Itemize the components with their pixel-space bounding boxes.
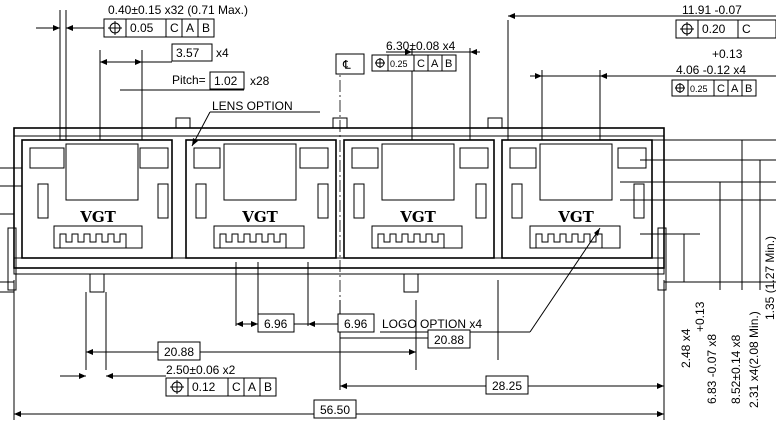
dim-56-50: 56.50 (14, 399, 664, 419)
lens-option-callout: LENS OPTION (191, 99, 320, 147)
svg-text:x4: x4 (216, 46, 229, 60)
svg-text:+0.13: +0.13 (693, 301, 707, 332)
right-vertical-dims: 2.48 x4 +0.13 6.83 -0.07 x8 8.52±0.14 x8… (679, 140, 776, 408)
svg-text:2.31 x4(2.08 Min.): 2.31 x4(2.08 Min.) (747, 311, 761, 408)
svg-text:1.35 (1.27 Min.): 1.35 (1.27 Min.) (763, 236, 776, 320)
svg-text:LOGO OPTION x4: LOGO OPTION x4 (382, 317, 482, 331)
fcf-center: ℄ 0.25 C A B (335, 53, 457, 75)
port-4: VGT (501, 139, 653, 259)
dim-2-50: 2.50±0.06 x2 0.12 C A B (60, 363, 277, 397)
right-leaders (600, 139, 776, 283)
svg-text:6.30±0.08 x4: 6.30±0.08 x4 (386, 39, 456, 53)
svg-text:C: C (417, 58, 425, 70)
dim-pitch: Pitch= 1.02 x28 (120, 71, 270, 91)
logo-option-callout: LOGO OPTION x4 (380, 227, 601, 333)
svg-text:B: B (202, 21, 210, 35)
svg-text:C: C (717, 83, 725, 95)
svg-text:B: B (264, 380, 272, 394)
port-1: VGT (21, 139, 173, 259)
pin-tolerance-text: 0.40±0.15 x32 (0.71 Max.) (108, 3, 248, 17)
svg-text:3.57: 3.57 (176, 46, 200, 60)
svg-text:6.96: 6.96 (264, 317, 288, 331)
svg-text:A: A (431, 58, 439, 70)
dim-3-57: 3.57 x4 (100, 43, 229, 65)
svg-text:LENS OPTION: LENS OPTION (212, 99, 293, 113)
dim-6-30: 6.30±0.08 x4 (386, 39, 480, 55)
svg-text:20.88: 20.88 (164, 345, 194, 359)
left-leaders (0, 167, 22, 293)
svg-text:0.12: 0.12 (192, 380, 216, 394)
port-4-logo: VGT (557, 208, 594, 226)
svg-text:C: C (170, 21, 179, 35)
svg-text:Pitch=: Pitch= (172, 73, 206, 87)
extension-lines (13, 10, 665, 420)
pin-tolerance-annotation: 0.40±0.15 x32 (0.71 Max.) 0.05 C A B (36, 3, 248, 38)
svg-text:0.25: 0.25 (390, 59, 408, 69)
svg-text:2.50±0.06 x2: 2.50±0.06 x2 (166, 363, 236, 377)
svg-text:56.50: 56.50 (320, 403, 350, 417)
svg-text:+0.13: +0.13 (712, 47, 743, 61)
dim-11-91: 11.91 -0.07 0.20 C (508, 3, 776, 39)
svg-text:0.20: 0.20 (702, 22, 726, 36)
svg-text:C: C (232, 380, 241, 394)
svg-text:8.52±0.14 x8: 8.52±0.14 x8 (729, 334, 743, 404)
dim-28-25: 28.25 (340, 375, 664, 395)
port-3-logo: VGT (399, 208, 436, 226)
dim-20-88: 20.88 20.88 (86, 329, 471, 361)
svg-text:4.06 -0.12 x4: 4.06 -0.12 x4 (676, 63, 746, 77)
svg-text:A: A (186, 21, 194, 35)
svg-text:20.88: 20.88 (434, 333, 464, 347)
svg-text:x28: x28 (250, 74, 270, 88)
dim-4-06: +0.13 4.06 -0.12 x4 0.25 C A B (530, 47, 776, 97)
svg-text:B: B (745, 83, 752, 95)
fcf-pin: 0.05 C A B (103, 18, 215, 38)
svg-text:6.83 -0.07 x8: 6.83 -0.07 x8 (705, 334, 719, 404)
port-3: VGT (343, 139, 495, 259)
port-2: VGT (185, 139, 337, 259)
svg-text:0.25: 0.25 (690, 84, 708, 94)
svg-text:2.48 x4: 2.48 x4 (679, 328, 693, 368)
port-1-logo: VGT (79, 208, 116, 226)
svg-text:1.02: 1.02 (214, 74, 238, 88)
svg-text:B: B (445, 58, 452, 70)
svg-text:A: A (731, 83, 739, 95)
svg-text:11.91 -0.07: 11.91 -0.07 (682, 3, 742, 17)
svg-text:A: A (248, 380, 256, 394)
port-2-logo: VGT (241, 208, 278, 226)
dim-6-96: 6.96 6.96 (236, 313, 375, 333)
svg-text:28.25: 28.25 (492, 379, 522, 393)
svg-text:0.05: 0.05 (130, 21, 154, 35)
svg-text:C: C (742, 22, 751, 36)
svg-text:6.96: 6.96 (344, 317, 368, 331)
centerline-symbol: ℄ (342, 58, 351, 72)
